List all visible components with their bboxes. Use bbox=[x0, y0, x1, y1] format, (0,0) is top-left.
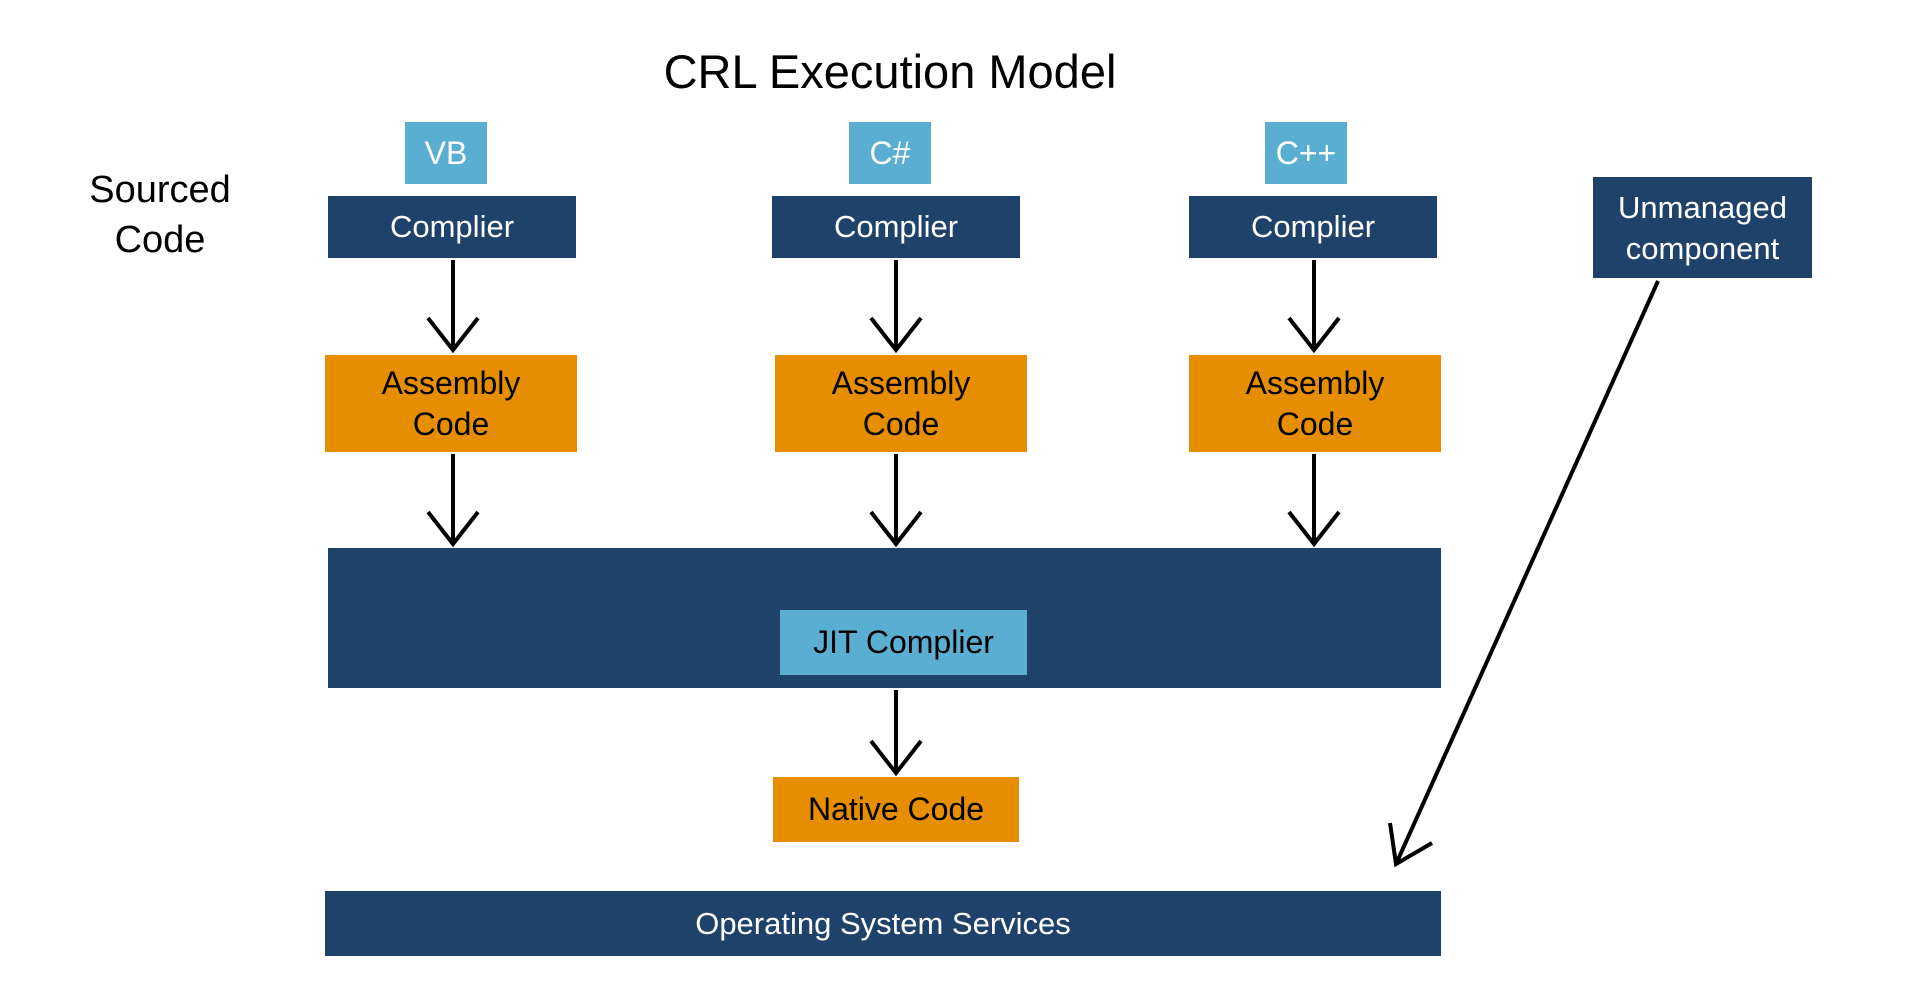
jit-compiler-box: JIT Complier bbox=[780, 610, 1027, 675]
unmanaged-component-box: Unmanaged component bbox=[1593, 177, 1812, 278]
arrow-jit-to-native-code bbox=[869, 690, 923, 777]
language-vb-box: VB bbox=[405, 122, 487, 184]
arrow-assembly-to-runtime-csharp bbox=[869, 454, 923, 548]
language-csharp-box: C# bbox=[849, 122, 931, 184]
arrow-assembly-to-runtime-vb bbox=[426, 454, 480, 548]
assembly-code-box-vb: Assembly Code bbox=[325, 355, 577, 452]
arrow-compiler-to-assembly-vb bbox=[426, 260, 480, 354]
assembly-code-box-cpp: Assembly Code bbox=[1189, 355, 1441, 452]
native-code-box: Native Code bbox=[773, 777, 1019, 842]
diagram-title: CRL Execution Model bbox=[663, 44, 1117, 98]
arrow-compiler-to-assembly-csharp bbox=[869, 260, 923, 354]
compiler-box-cpp: Complier bbox=[1189, 196, 1437, 258]
language-cpp-box: C++ bbox=[1265, 122, 1347, 184]
compiler-box-vb: Complier bbox=[328, 196, 576, 258]
arrow-assembly-to-runtime-cpp bbox=[1287, 454, 1341, 548]
arrow-unmanaged-to-os-services bbox=[1388, 280, 1660, 868]
compiler-box-csharp: Complier bbox=[772, 196, 1020, 258]
sourced-code-label: Sourced Code bbox=[89, 169, 231, 261]
assembly-code-box-csharp: Assembly Code bbox=[775, 355, 1027, 452]
os-services-box: Operating System Services bbox=[325, 891, 1441, 956]
arrow-compiler-to-assembly-cpp bbox=[1287, 260, 1341, 354]
